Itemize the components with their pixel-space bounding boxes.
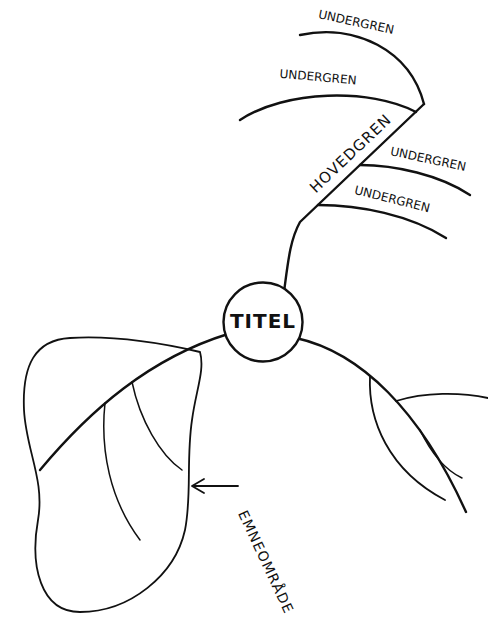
main-branch — [296, 338, 466, 512]
sub-branch-label: UNDERGREN — [389, 145, 467, 175]
topic-area-label: EMNEOMRÅDE — [235, 508, 297, 617]
title-text: TITEL — [230, 310, 296, 333]
circle-outline — [223, 282, 302, 361]
topic-area-outline — [396, 394, 488, 401]
topic-area-vein — [420, 430, 462, 478]
topic-area-outline — [24, 337, 202, 612]
sub-branch — [300, 32, 424, 104]
sub-branch-label: UNDERGREN — [279, 68, 357, 88]
sub-branch-label: UNDERGREN — [353, 184, 431, 216]
pointer-arrowhead — [192, 479, 204, 493]
pointer-arrow — [194, 485, 238, 487]
topic-area-vein — [132, 382, 182, 470]
main-branch-label: HOVEDGREN — [307, 111, 396, 196]
sub-branch — [240, 96, 416, 120]
title-circle: TITEL — [222, 281, 304, 363]
topic-area-vein — [104, 403, 140, 540]
sub-branch-label: UNDERGREN — [317, 8, 395, 38]
